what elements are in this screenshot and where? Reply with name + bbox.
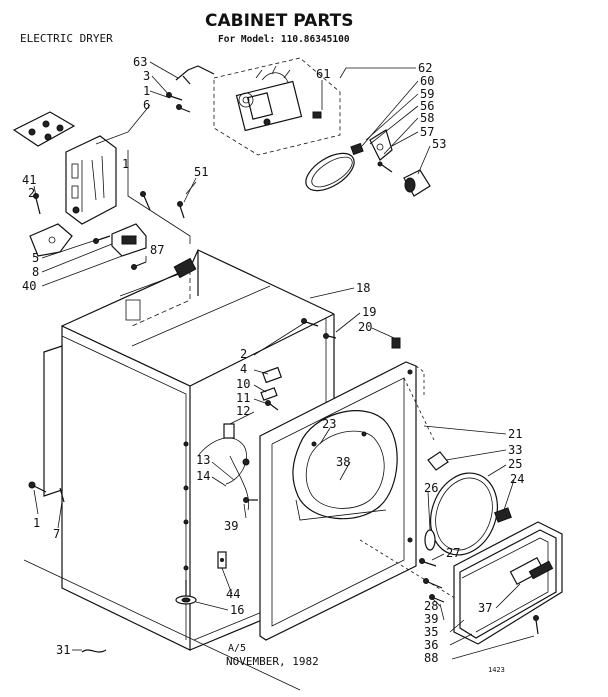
callout-35: 35 [424, 625, 438, 639]
callout-36: 36 [424, 638, 438, 652]
callout-10: 10 [236, 377, 250, 391]
bracket-63 [175, 65, 215, 85]
callout-16: 16 [230, 603, 244, 617]
door-seal-25 [430, 472, 498, 556]
callout-58: 58 [420, 111, 434, 125]
footer-date: NOVEMBER, 1982 [226, 655, 319, 668]
callout-25: 25 [508, 457, 522, 471]
callout-18: 18 [356, 281, 370, 295]
callout-6: 6 [143, 98, 150, 112]
strike-33 [427, 451, 449, 471]
callout-40: 40 [22, 279, 36, 293]
switch-plate-5 [29, 223, 73, 257]
callout-21: 21 [508, 427, 522, 441]
hinge-26 [424, 529, 436, 551]
switch-bracket-6 [65, 135, 117, 225]
screw-87 [131, 261, 147, 270]
callout-11: 11 [236, 391, 250, 405]
callout-59: 59 [420, 87, 434, 101]
callout-28: 28 [424, 599, 438, 613]
callout-14: 14 [196, 469, 210, 483]
timer-assembly [213, 57, 341, 156]
product-name: ELECTRIC DRYER [20, 32, 113, 45]
callout-37: 37 [478, 601, 492, 615]
hinge-screw-27 [419, 558, 445, 603]
callout-5: 5 [32, 251, 39, 265]
callout-2b: 2 [240, 347, 247, 361]
callout-19: 19 [362, 305, 376, 319]
callout-1c: 1 [33, 516, 40, 530]
callout-26: 26 [424, 481, 438, 495]
callout-63: 63 [133, 55, 147, 69]
callout-60: 60 [420, 74, 434, 88]
callout-62: 62 [418, 61, 432, 75]
callout-24: 24 [510, 472, 524, 486]
callout-20: 20 [358, 320, 372, 334]
callout-12: 12 [236, 404, 250, 418]
callout-61: 61 [316, 67, 330, 81]
callout-88: 88 [424, 651, 438, 665]
callout-53: 53 [432, 137, 446, 151]
front-panel [259, 333, 459, 641]
door-assembly [453, 521, 563, 645]
latch-24 [494, 507, 512, 523]
wire-clip-31 [81, 649, 107, 653]
callout-33: 33 [508, 443, 522, 457]
callout-56: 56 [420, 99, 434, 113]
footer-code: 1423 [488, 666, 505, 674]
callout-3: 3 [143, 69, 150, 83]
callout-4: 4 [240, 362, 247, 376]
screw-set-top [166, 92, 191, 113]
callout-57: 57 [420, 125, 434, 139]
callout-38: 38 [336, 455, 350, 469]
footer-page: A/5 [228, 643, 246, 654]
leader-lines [33, 61, 535, 660]
callout-39b: 39 [424, 612, 438, 626]
floor-line [23, 559, 301, 691]
callout-2: 2 [28, 186, 35, 200]
callout-1: 1 [143, 84, 150, 98]
callout-1b: 1 [122, 157, 129, 171]
callout-39a: 39 [224, 519, 238, 533]
screw-51 [177, 181, 197, 219]
callout-44: 44 [226, 587, 240, 601]
callout-13: 13 [196, 453, 210, 467]
diagram-title: CABINET PARTS [205, 11, 354, 31]
roller-53 [403, 169, 431, 197]
callout-87: 87 [150, 243, 164, 257]
terminal-block-41 [12, 111, 76, 147]
callout-51: 51 [194, 165, 208, 179]
cabinet [28, 249, 335, 651]
belt-assembly [305, 129, 393, 192]
callout-31: 31 [56, 643, 70, 657]
callout-23: 23 [322, 417, 336, 431]
screw-1b [140, 191, 151, 211]
callout-labels: 63 3 1 6 41 2 1 5 8 40 87 51 61 62 60 59… [22, 55, 524, 665]
callout-41: 41 [22, 173, 36, 187]
bracket-44 [217, 551, 227, 569]
callout-8: 8 [32, 265, 39, 279]
door-switch-8 [93, 223, 147, 257]
callout-27: 27 [446, 546, 460, 560]
callout-7: 7 [53, 527, 60, 541]
model-number: For Model: 110.86345100 [218, 34, 350, 45]
leveling-leg-16 [175, 580, 197, 605]
